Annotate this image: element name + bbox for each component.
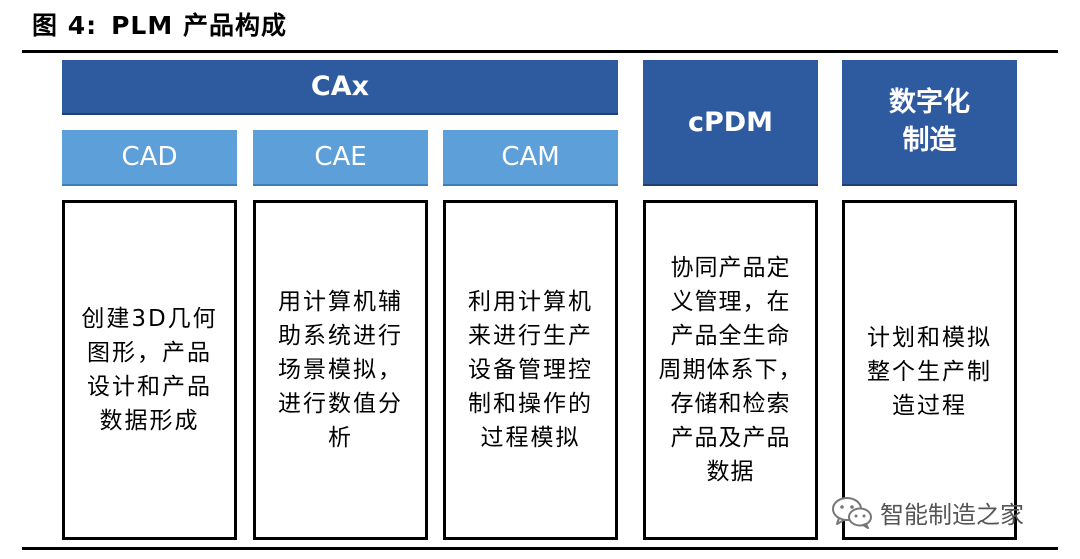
- cae-description-line: 场景模拟，: [278, 357, 403, 383]
- cae-description-line: 析: [328, 425, 353, 451]
- digital-manufacturing-label-line-1: 数字化: [889, 87, 970, 118]
- cpdm-header: cPDM: [643, 60, 818, 186]
- cae-description-line: 进行数值分: [278, 391, 403, 417]
- digital-manufacturing-description-line: 整个生产制: [867, 359, 992, 385]
- cpdm-description-line: 产品全生命: [670, 323, 791, 349]
- cpdm-description: 协同产品定 义管理，在 产品全生命 周期体系下， 存储和检索 产品及产品 数据: [643, 200, 818, 540]
- watermark-text: 智能制造之家: [880, 500, 1024, 529]
- cae-label: CAE: [314, 142, 367, 172]
- cpdm-description-line: 义管理，在: [670, 289, 791, 315]
- digital-manufacturing-label-line-2: 制造: [902, 125, 957, 156]
- watermark: 智能制造之家: [830, 492, 1024, 532]
- cam-description-line: 制和操作的: [468, 391, 593, 417]
- cad-description-line: 图形，产品: [87, 340, 212, 366]
- cam-description-line: 利用计算机: [468, 289, 593, 315]
- cam-description: 利用计算机 来进行生产 设备管理控 制和操作的 过程模拟: [443, 200, 618, 540]
- digital-manufacturing-description: 计划和模拟 整个生产制 造过程: [842, 200, 1017, 540]
- cpdm-description-line: 数据: [706, 459, 755, 485]
- figure-title-text: PLM 产品构成: [111, 11, 287, 40]
- cpdm-description-line: 产品及产品: [670, 425, 791, 451]
- cpdm-label: cPDM: [687, 106, 774, 138]
- digital-manufacturing-description-line: 计划和模拟: [867, 325, 992, 351]
- figure-label: 图 4:: [32, 11, 98, 40]
- cad-description: 创建3D几何 图形，产品 设计和产品 数据形成: [62, 200, 237, 540]
- cam-description-line: 来进行生产: [468, 323, 593, 349]
- cam-description-line: 过程模拟: [480, 425, 581, 451]
- cad-description-line: 创建3D几何: [81, 306, 218, 332]
- bottom-rule: [22, 547, 1058, 550]
- cad-label: CAD: [121, 142, 178, 172]
- top-rule: [22, 50, 1058, 53]
- cam-box: CAM: [443, 130, 618, 186]
- cad-description-line: 数据形成: [99, 408, 200, 434]
- cpdm-description-line: 存储和检索: [670, 391, 791, 417]
- cad-box: CAD: [62, 130, 237, 186]
- digital-manufacturing-description-line: 造过程: [892, 393, 967, 419]
- cpdm-description-line: 周期体系下，: [658, 357, 803, 383]
- cae-box: CAE: [253, 130, 428, 186]
- figure-title: 图 4: PLM 产品构成: [32, 8, 287, 44]
- cam-label: CAM: [501, 142, 560, 172]
- cam-description-line: 设备管理控: [468, 357, 593, 383]
- cae-description: 用计算机辅 助系统进行 场景模拟， 进行数值分 析: [253, 200, 428, 540]
- cae-description-line: 助系统进行: [278, 323, 403, 349]
- cax-label: CAx: [310, 71, 370, 102]
- digital-manufacturing-header: 数字化 制造: [842, 60, 1017, 186]
- wechat-icon: [832, 497, 872, 529]
- cpdm-description-line: 协同产品定: [670, 255, 791, 281]
- cae-description-line: 用计算机辅: [278, 289, 403, 315]
- cad-description-line: 设计和产品: [87, 374, 212, 400]
- cax-header: CAx: [62, 60, 618, 115]
